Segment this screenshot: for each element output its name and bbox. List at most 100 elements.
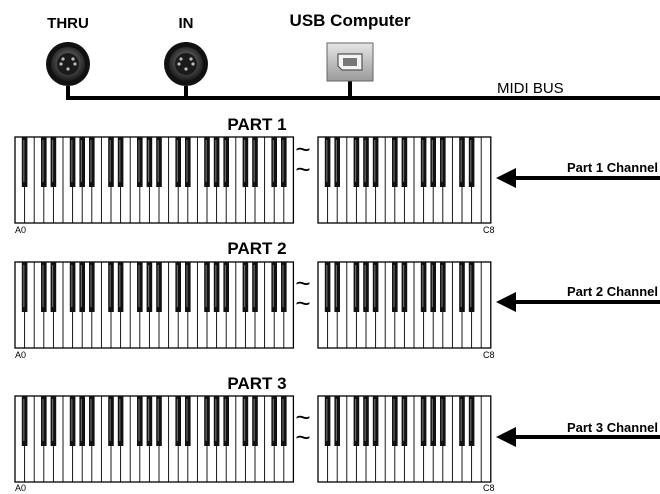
black-key xyxy=(89,137,95,187)
black-key-highlight xyxy=(119,140,120,182)
black-key-highlight xyxy=(215,140,216,182)
black-key xyxy=(325,137,331,187)
black-key xyxy=(214,262,220,312)
in-port-label: IN xyxy=(179,15,194,32)
black-key xyxy=(22,396,28,446)
black-key xyxy=(334,137,340,187)
black-key xyxy=(325,396,331,446)
midi-bus-wiring xyxy=(66,80,660,98)
black-key-highlight xyxy=(403,140,404,182)
black-key-highlight xyxy=(336,265,337,307)
black-key xyxy=(459,396,465,446)
black-key-highlight xyxy=(365,265,366,307)
black-key xyxy=(147,396,153,446)
black-key xyxy=(469,137,475,187)
part-title: PART 2 xyxy=(227,239,286,258)
black-key-highlight xyxy=(148,140,149,182)
keyboard-left-section xyxy=(15,396,293,482)
black-key-highlight xyxy=(158,399,159,441)
black-key-highlight xyxy=(422,265,423,307)
black-key-highlight xyxy=(441,140,442,182)
black-key-highlight xyxy=(273,265,274,307)
part-channel-label: Part 2 Channel xyxy=(567,284,658,299)
black-key-highlight xyxy=(52,140,53,182)
black-key-highlight xyxy=(148,399,149,441)
black-key xyxy=(281,262,287,312)
black-key xyxy=(41,137,47,187)
black-key-highlight xyxy=(273,399,274,441)
black-key xyxy=(175,137,181,187)
black-key xyxy=(118,137,124,187)
black-key xyxy=(223,396,229,446)
black-key-highlight xyxy=(110,140,111,182)
black-key xyxy=(402,262,408,312)
black-key xyxy=(392,137,398,187)
black-key xyxy=(70,262,76,312)
usb-port-label: USB Computer xyxy=(290,11,411,30)
black-key xyxy=(118,396,124,446)
black-key-highlight xyxy=(282,265,283,307)
high-note-label: C8 xyxy=(483,483,495,493)
black-key xyxy=(223,262,229,312)
black-key xyxy=(51,396,57,446)
black-key-highlight xyxy=(81,399,82,441)
black-key xyxy=(41,262,47,312)
black-key-highlight xyxy=(23,140,24,182)
black-key xyxy=(214,137,220,187)
black-key-highlight xyxy=(244,399,245,441)
black-key-highlight xyxy=(326,140,327,182)
black-key-highlight xyxy=(81,265,82,307)
black-key xyxy=(271,137,277,187)
black-key-highlight xyxy=(254,140,255,182)
black-key xyxy=(373,137,379,187)
part-title: PART 3 xyxy=(227,374,286,393)
black-key-highlight xyxy=(365,399,366,441)
black-key xyxy=(70,396,76,446)
low-note-label: A0 xyxy=(15,225,26,235)
black-key-highlight xyxy=(282,399,283,441)
black-key xyxy=(430,396,436,446)
black-key xyxy=(354,396,360,446)
black-key-highlight xyxy=(90,140,91,182)
high-note-label: C8 xyxy=(483,350,495,360)
black-key-highlight xyxy=(119,265,120,307)
black-key-highlight xyxy=(206,265,207,307)
black-key xyxy=(392,396,398,446)
black-key-highlight xyxy=(42,140,43,182)
black-key-highlight xyxy=(52,399,53,441)
black-key xyxy=(51,262,57,312)
black-key-highlight xyxy=(432,399,433,441)
black-key xyxy=(440,262,446,312)
black-key-highlight xyxy=(110,399,111,441)
black-key-highlight xyxy=(244,265,245,307)
black-key xyxy=(430,262,436,312)
black-key xyxy=(204,137,210,187)
part-3-group: PART 3 ~ ~ A0 C8 Part 3 Channel xyxy=(15,374,660,493)
black-key xyxy=(147,262,153,312)
black-key xyxy=(214,396,220,446)
black-key-highlight xyxy=(403,399,404,441)
black-key-highlight xyxy=(158,140,159,182)
black-key-highlight xyxy=(432,265,433,307)
black-key xyxy=(243,396,249,446)
keyboard-right-section xyxy=(318,262,491,348)
black-key xyxy=(118,262,124,312)
black-key xyxy=(469,396,475,446)
black-key-highlight xyxy=(215,265,216,307)
keyboard-right-section xyxy=(318,396,491,482)
black-key-highlight xyxy=(461,140,462,182)
black-key-highlight xyxy=(374,265,375,307)
black-key xyxy=(402,137,408,187)
black-key-highlight xyxy=(422,140,423,182)
black-key-highlight xyxy=(422,399,423,441)
black-key-highlight xyxy=(81,140,82,182)
black-key-highlight xyxy=(158,265,159,307)
black-key xyxy=(281,137,287,187)
black-key xyxy=(22,137,28,187)
black-key-highlight xyxy=(206,140,207,182)
keyboard-left-section xyxy=(15,262,293,348)
black-key-highlight xyxy=(71,399,72,441)
black-key xyxy=(459,137,465,187)
black-key xyxy=(108,137,114,187)
